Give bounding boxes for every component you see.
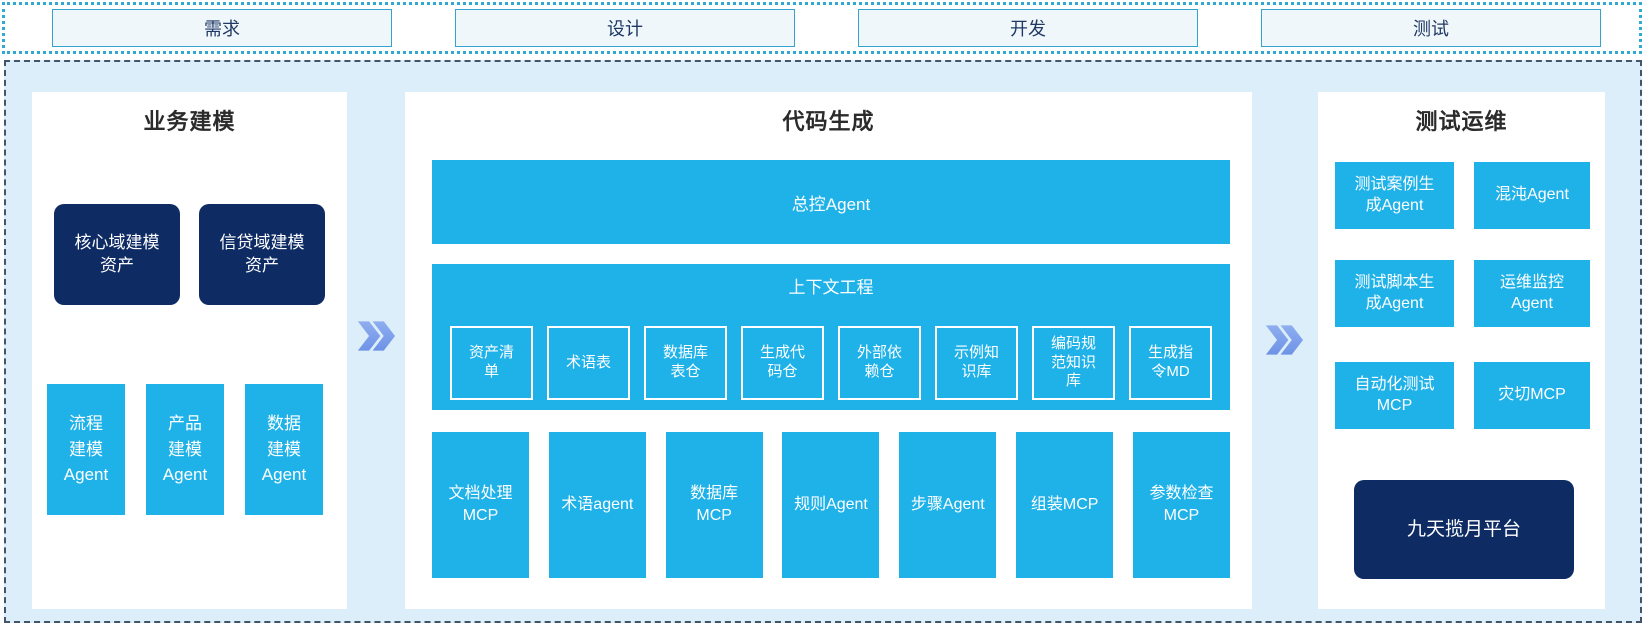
context-engineering-title: 上下文工程 xyxy=(788,278,874,297)
stage-design: 设计 xyxy=(455,9,795,47)
external-dependency-repo-box: 外部依 赖仓 xyxy=(838,326,921,400)
disaster-switch-mcp-box: 灾切MCP xyxy=(1474,362,1590,429)
panel-business-modeling: 业务建模 核心域建模 资产 信贷域建模 资产 流程 建模 Agent 产品 建模… xyxy=(32,92,347,609)
modeling-asset-row: 核心域建模 资产 信贷域建模 资产 xyxy=(54,204,325,305)
credit-domain-modeling-asset-box: 信贷域建模 资产 xyxy=(199,204,325,305)
test-ops-row-3: 自动化测试 MCP 灾切MCP xyxy=(1335,362,1590,429)
chaos-agent-box: 混沌Agent xyxy=(1474,162,1590,229)
asset-list-box: 资产清 单 xyxy=(450,326,533,400)
data-modeling-agent-box: 数据 建模 Agent xyxy=(245,384,323,515)
test-ops-row-1: 测试案例生 成Agent 混沌Agent xyxy=(1335,162,1590,229)
master-agent-bar: 总控Agent xyxy=(432,160,1230,244)
panel-test-ops-title: 测试运维 xyxy=(1415,109,1508,134)
parameter-check-mcp-box: 参数检查 MCP xyxy=(1132,432,1230,578)
generated-code-repo-box: 生成代 码仓 xyxy=(741,326,824,400)
assembly-mcp-box: 组装MCP xyxy=(1016,432,1114,578)
example-knowledge-base-box: 示例知 识库 xyxy=(935,326,1018,400)
code-generation-tool-row: 文档处理 MCP 术语agent 数据库 MCP 规则Agent 步骤Agent… xyxy=(432,432,1230,578)
test-case-generation-agent-box: 测试案例生 成Agent xyxy=(1335,162,1454,229)
ops-monitoring-agent-box: 运维监控 Agent xyxy=(1474,260,1590,327)
main-container: 业务建模 核心域建模 资产 信贷域建模 资产 流程 建模 Agent 产品 建模… xyxy=(4,60,1642,623)
glossary-agent-box: 术语agent xyxy=(548,432,646,578)
context-engineering-items: 资产清 单 术语表 数据库 表仓 生成代 码仓 外部依 赖仓 示例知 识库 编码… xyxy=(450,326,1212,400)
panel-business-modeling-title: 业务建模 xyxy=(143,109,236,134)
panel-test-ops: 测试运维 测试案例生 成Agent 混沌Agent 测试脚本生 成Agent 运… xyxy=(1318,92,1605,609)
glossary-box: 术语表 xyxy=(547,326,630,400)
stage-development: 开发 xyxy=(858,9,1198,47)
stage-requirements: 需求 xyxy=(52,9,392,47)
generation-instruction-md-box: 生成指 令MD xyxy=(1129,326,1212,400)
core-domain-modeling-asset-box: 核心域建模 资产 xyxy=(54,204,180,305)
database-mcp-box: 数据库 MCP xyxy=(665,432,763,578)
step-agent-box: 步骤Agent xyxy=(899,432,997,578)
stage-band: 需求 设计 开发 测试 xyxy=(2,2,1642,54)
modeling-agent-row: 流程 建模 Agent 产品 建模 Agent 数据 建模 Agent xyxy=(47,384,323,515)
stage-testing: 测试 xyxy=(1261,9,1601,47)
flow-chevron-icon xyxy=(357,320,395,352)
coding-standard-knowledge-base-box: 编码规 范知识 库 xyxy=(1032,326,1115,400)
panel-code-generation: 代码生成 总控Agent 上下文工程 资产清 单 术语表 数据库 表仓 生成代 … xyxy=(405,92,1252,609)
context-engineering-section: 上下文工程 资产清 单 术语表 数据库 表仓 生成代 码仓 外部依 赖仓 示例知… xyxy=(432,264,1230,410)
jiutian-lanyue-platform-box: 九天揽月平台 xyxy=(1354,480,1574,579)
flow-chevron-icon xyxy=(1265,324,1303,356)
process-modeling-agent-box: 流程 建模 Agent xyxy=(47,384,125,515)
test-ops-row-2: 测试脚本生 成Agent 运维监控 Agent xyxy=(1335,260,1590,327)
test-script-generation-agent-box: 测试脚本生 成Agent xyxy=(1335,260,1454,327)
panel-code-generation-title: 代码生成 xyxy=(782,109,875,134)
product-modeling-agent-box: 产品 建模 Agent xyxy=(146,384,224,515)
rule-agent-box: 规则Agent xyxy=(782,432,880,578)
database-table-repo-box: 数据库 表仓 xyxy=(644,326,727,400)
automated-testing-mcp-box: 自动化测试 MCP xyxy=(1335,362,1454,429)
document-processing-mcp-box: 文档处理 MCP xyxy=(432,432,529,578)
